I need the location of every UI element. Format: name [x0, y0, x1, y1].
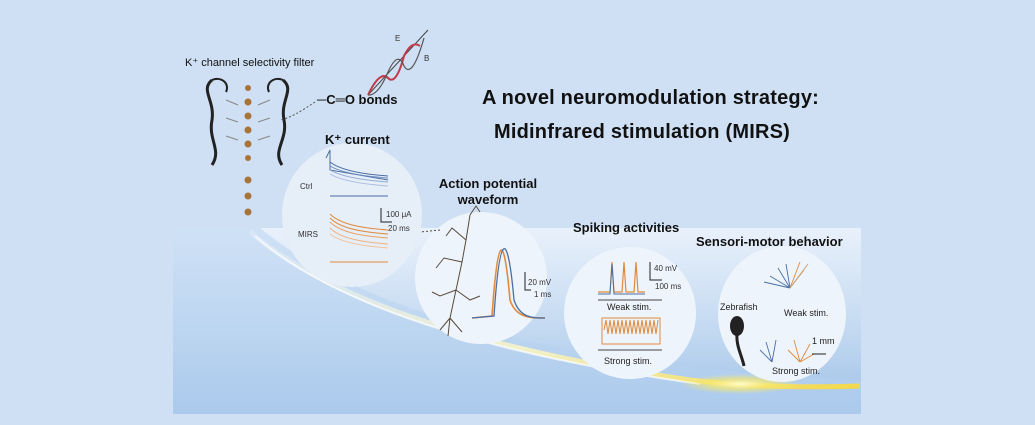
mirs-label: MIRS [298, 230, 318, 239]
k-current-scale-bar [380, 208, 392, 223]
headline-line2: Midinfrared stimulation (MIRS) [494, 121, 790, 143]
ctrl-label: Ctrl [300, 182, 313, 191]
ap-scale-time: 1 ms [534, 290, 552, 299]
panel-curve [173, 228, 861, 414]
zebrafish-drawing [730, 316, 746, 367]
wave-label-b: B [424, 54, 430, 63]
behavior-scale-label: 1 mm [812, 336, 835, 346]
k-current-bubble [282, 143, 422, 287]
selectivity-filter-drawing [205, 78, 290, 216]
spiking-scale-bar [649, 262, 662, 281]
mirs-traces [329, 213, 389, 263]
behavior-strong-label: Strong stim. [772, 366, 821, 376]
filter-title: K⁺ channel selectivity filter [185, 57, 315, 69]
em-wave-drawing [367, 29, 429, 96]
zebrafish-label: Zebrafish [720, 302, 758, 312]
behavior-title: Sensori-motor behavior [696, 234, 843, 249]
bond-label-group: ─C═O bonds [317, 92, 398, 107]
behavior-bubble [718, 246, 846, 382]
k-current-title: K⁺ current [325, 132, 390, 147]
spiking-weak-label: Weak stim. [607, 302, 652, 312]
weak-stim-trajectories [763, 261, 809, 289]
strong-stim-trajectories [759, 339, 815, 363]
spiking-scale-time: 100 ms [655, 282, 682, 291]
bond-arrow [279, 101, 316, 121]
neuron-drawing [419, 205, 481, 337]
bond-label: O bonds [344, 92, 398, 107]
weak-spike-trace [598, 261, 662, 301]
spiking-bubble [564, 247, 696, 379]
k-scale-current: 100 μA [386, 210, 412, 219]
strong-spike-trace [598, 317, 662, 351]
spiking-strong-label: Strong stim. [604, 356, 653, 366]
action-potential-bubble [415, 212, 547, 344]
ap-title-line2: waveform [457, 192, 519, 207]
k-scale-time: 20 ms [388, 224, 410, 233]
spiking-scale-voltage: 40 mV [654, 264, 678, 273]
ctrl-traces [325, 149, 389, 197]
behavior-weak-label: Weak stim. [784, 308, 829, 318]
bond-prefix: ─C═ [317, 92, 345, 107]
ap-scale-bar [524, 272, 531, 291]
ap-scale-voltage: 20 mV [528, 278, 552, 287]
ap-title-line1: Action potential [438, 176, 538, 191]
headline-line1: A novel neuromodulation strategy: [482, 87, 820, 109]
wave-label-e: E [395, 34, 401, 43]
ap-waveform-blue [471, 248, 546, 319]
spiking-title: Spiking activities [573, 220, 680, 235]
